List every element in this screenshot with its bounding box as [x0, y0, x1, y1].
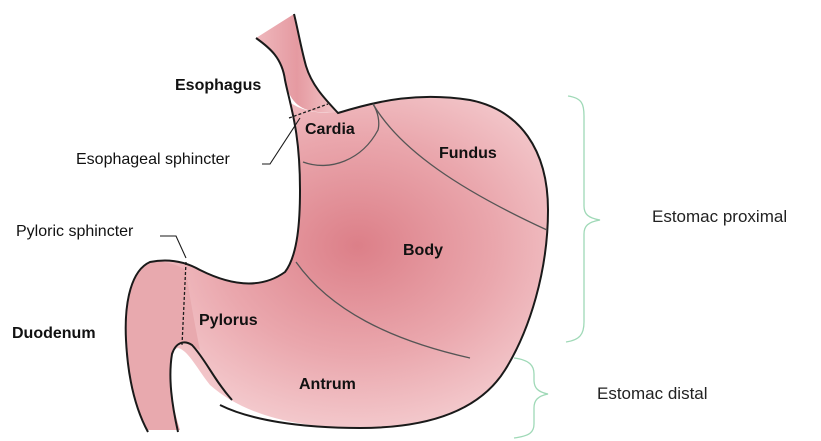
label-antrum: Antrum: [299, 376, 356, 394]
label-fundus: Fundus: [439, 145, 497, 163]
label-cardia: Cardia: [305, 121, 355, 139]
distal-bracket: [514, 358, 548, 438]
pyloric-sphincter-leader: [160, 236, 186, 258]
label-pylorus: Pylorus: [199, 312, 258, 330]
proximal-bracket: [566, 96, 600, 342]
label-distal-stomach: Estomac distal: [597, 384, 708, 404]
label-pyloric-sphincter: Pyloric sphincter: [16, 223, 133, 241]
label-proximal-stomach: Estomac proximal: [652, 207, 787, 227]
label-esophageal-sphincter: Esophageal sphincter: [76, 151, 230, 169]
label-body: Body: [403, 242, 443, 260]
label-esophagus: Esophagus: [175, 77, 261, 95]
label-duodenum: Duodenum: [12, 325, 96, 343]
